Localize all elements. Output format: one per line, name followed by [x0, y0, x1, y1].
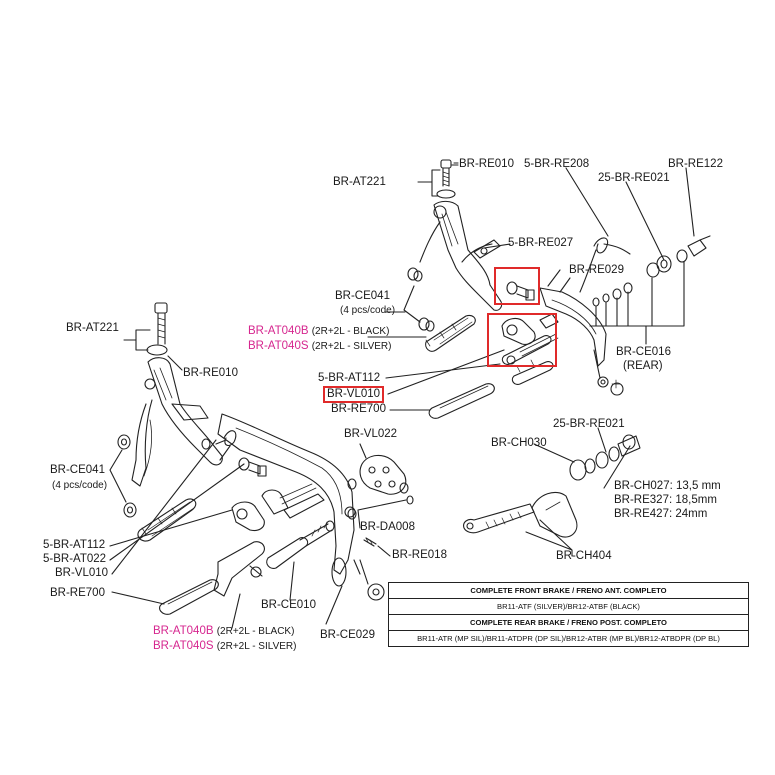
label-br-ce029: BR-CE029: [320, 629, 375, 641]
label-br-ch027: BR-CH027: 13,5 mm: [614, 480, 721, 492]
front-barrel-ce010: [266, 520, 335, 569]
label-br-ce010: BR-CE010: [261, 599, 316, 611]
label-br-re010-left: BR-RE010: [183, 367, 238, 379]
front-right-arm: [217, 413, 385, 601]
rear-washers: [407, 267, 435, 332]
label-br-ch030: BR-CH030: [491, 437, 547, 449]
rear-brake-pad: [425, 314, 476, 352]
rear-adjuster-assembly: [501, 313, 559, 365]
label-br-re327: BR-RE327: 18,5mm: [614, 494, 717, 506]
label-5-br-at112-top: 5-BR-AT112: [318, 372, 381, 384]
label-br-re427: BR-RE427: 24mm: [614, 508, 708, 520]
label-25-br-re021-top: 25-BR-RE021: [598, 172, 670, 184]
highlight-adjuster-assembly: [487, 313, 557, 367]
front-mounting-bolt: [146, 302, 168, 356]
label-br-at221-top: BR-AT221: [333, 176, 386, 188]
label-5-br-re027: 5-BR-RE027: [508, 237, 574, 249]
highlight-small-bolt: [494, 267, 540, 305]
front-spring: [215, 430, 237, 461]
front-caliper-arm: [131, 357, 223, 487]
label-br-vl022: BR-VL022: [344, 428, 398, 440]
label-br-vl010-top: BR-VL010: [323, 386, 385, 403]
complete-brake-table: COMPLETE FRONT BRAKE / FRENO ANT. COMPLE…: [388, 582, 749, 647]
label-br-re010-top: BR-RE010: [459, 158, 514, 170]
label-5-br-at022: 5-BR-AT022: [43, 553, 107, 565]
front-washers: [117, 434, 211, 518]
label-br-re029: BR-RE029: [569, 264, 624, 276]
label-br-at221-left: BR-AT221: [66, 322, 119, 334]
label-br-at040s-top: BR-AT040S (2R+2L - SILVER): [248, 340, 392, 352]
rear-right-arm: [539, 287, 624, 396]
label-br-at040s-bottom: BR-AT040S (2R+2L - SILVER): [153, 640, 297, 652]
rear-mounting-bolt: [436, 159, 456, 199]
front-brake-pad: [137, 498, 197, 542]
label-br-ce016: BR-CE016: [616, 346, 671, 358]
front-screw-re018: [363, 537, 377, 547]
centerpull-sleeve-ch027: [569, 434, 641, 481]
label-br-ce041-left-sub: (4 pcs/code): [52, 480, 108, 491]
label-br-ce016-sub: (REAR): [623, 360, 663, 372]
label-br-ce041-top-sub: (4 pcs/code): [340, 305, 396, 316]
centerpull-bolt-ch404: [463, 491, 578, 538]
label-br-da008: BR-DA008: [360, 521, 415, 533]
front-small-bolt: [238, 457, 267, 477]
front-adjuster-assembly: [231, 483, 325, 532]
label-br-at040b-bottom: BR-AT040B (2R+2L - BLACK): [153, 625, 295, 637]
front-vl022-knob: [347, 454, 414, 520]
front-pad-holder: [213, 541, 265, 597]
rear-spring: [579, 237, 631, 293]
label-br-vl010-left: BR-VL010: [55, 567, 109, 579]
rear-small-bolt: [506, 281, 535, 301]
label-br-ce041-left: BR-CE041: [50, 464, 105, 476]
rear-re700-pad: [428, 383, 495, 419]
label-25-br-re021-right: 25-BR-RE021: [553, 418, 625, 430]
label-br-re700-top: BR-RE700: [331, 403, 386, 415]
label-br-re122: BR-RE122: [668, 158, 723, 170]
label-br-re700-left: BR-RE700: [50, 587, 105, 599]
label-br-at040b-top: BR-AT040B (2R+2L - BLACK): [248, 325, 390, 337]
rear-caliper-arm: [419, 200, 503, 311]
table-front-header: COMPLETE FRONT BRAKE / FRENO ANT. COMPLE…: [389, 583, 748, 599]
table-rear-codes: BR11-ATR (MP SIL)/BR11-ATDPR (DP SIL)/BR…: [417, 634, 720, 643]
label-br-re018: BR-RE018: [392, 549, 447, 561]
label-br-ch404: BR-CH404: [556, 550, 612, 562]
table-rear-header: COMPLETE REAR BRAKE / FRENO POST. COMPLE…: [389, 615, 748, 631]
label-br-ce041-top: BR-CE041: [335, 290, 390, 302]
front-re700-pad: [159, 579, 219, 615]
label-5-br-re208: 5-BR-RE208: [524, 158, 590, 170]
label-5-br-at112-left: 5-BR-AT112: [43, 539, 106, 551]
table-front-codes: BR11-ATF (SILVER)/BR12-ATBF (BLACK): [389, 599, 748, 615]
